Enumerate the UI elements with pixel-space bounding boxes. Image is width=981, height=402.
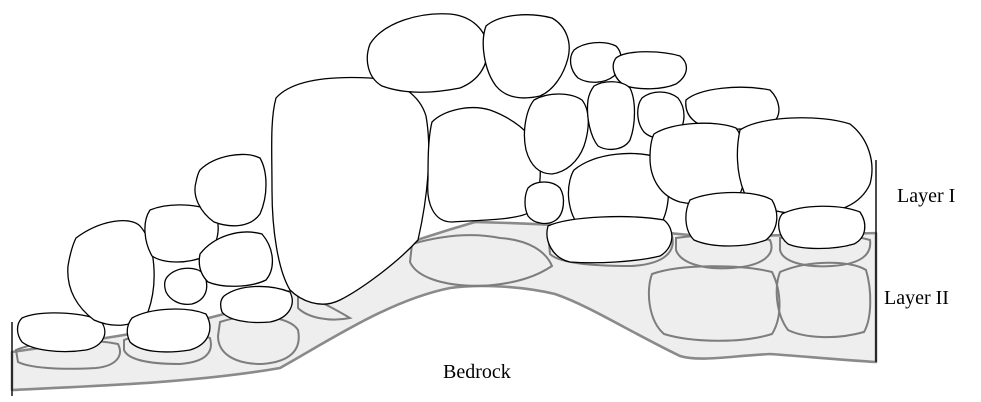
- stone: [367, 14, 488, 93]
- stone: [68, 221, 154, 326]
- stone: [613, 52, 686, 89]
- stone: [195, 154, 266, 225]
- stone: [587, 82, 634, 150]
- stone: [483, 15, 569, 98]
- stone: [525, 182, 563, 223]
- stone: [779, 206, 865, 248]
- layer-2-label: Layer II: [884, 288, 949, 308]
- stone: [547, 217, 672, 263]
- stone: [686, 193, 777, 247]
- stone: [165, 268, 207, 304]
- stone: [127, 309, 210, 352]
- stone: [524, 94, 588, 174]
- stone: [221, 286, 293, 322]
- layer-1-label: Layer I: [897, 186, 955, 206]
- stone: [428, 108, 541, 222]
- bedrock-label: Bedrock: [443, 362, 511, 382]
